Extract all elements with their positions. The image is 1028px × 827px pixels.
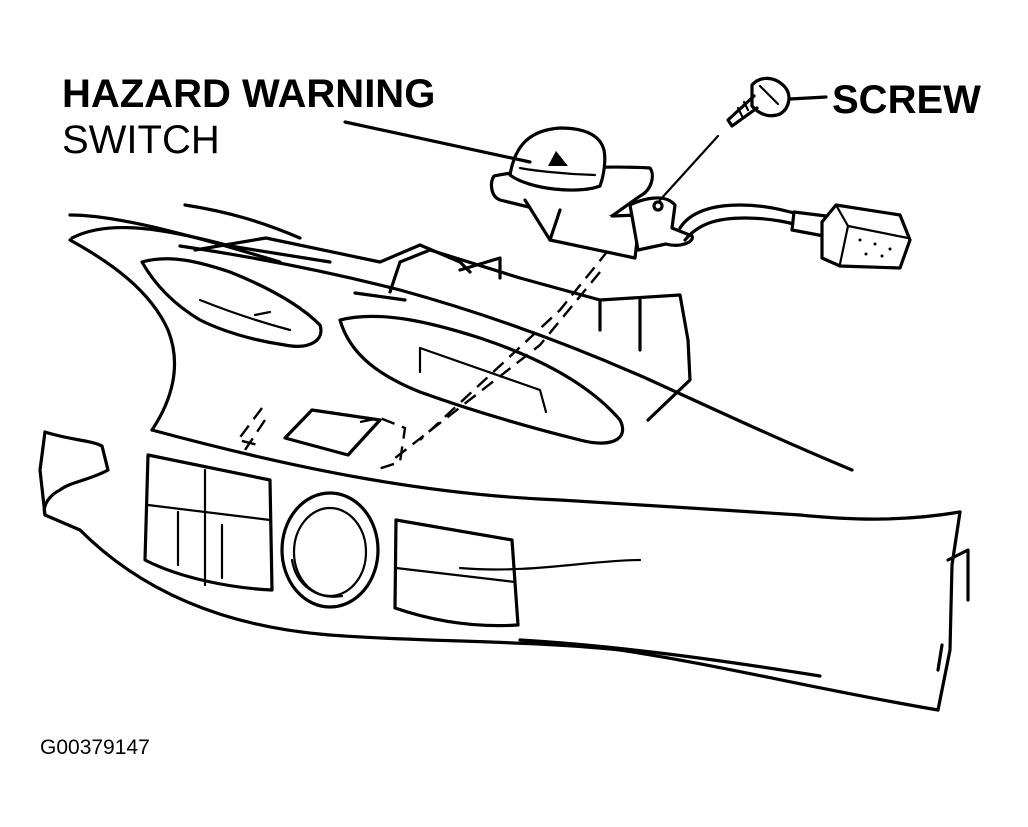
- hazard-leader-line: [343, 120, 532, 164]
- screw-guide-line: [658, 134, 720, 202]
- electrical-connector: [820, 203, 912, 270]
- dashboard-panel: [38, 203, 970, 712]
- center-knob: [280, 491, 380, 609]
- air-vent-left: [140, 257, 323, 348]
- hazard-warning-label: HAZARD WARNING: [62, 72, 435, 116]
- wiring-harness: [678, 203, 828, 242]
- hazard-triangle-icon: [548, 151, 568, 166]
- switch-label: SWITCH: [62, 118, 220, 162]
- screw-leader-line: [788, 95, 828, 101]
- hazard-switch: [489, 126, 694, 260]
- screw-icon: [726, 76, 791, 128]
- screw-label: SCREW: [832, 78, 981, 122]
- installation-guide-lines: [389, 215, 637, 463]
- air-vent-center: [338, 314, 625, 445]
- radio-housing: [193, 236, 692, 422]
- figure-code: G00379147: [40, 736, 150, 759]
- control-panel: [143, 453, 520, 628]
- switch-mounting-hole: [235, 407, 407, 472]
